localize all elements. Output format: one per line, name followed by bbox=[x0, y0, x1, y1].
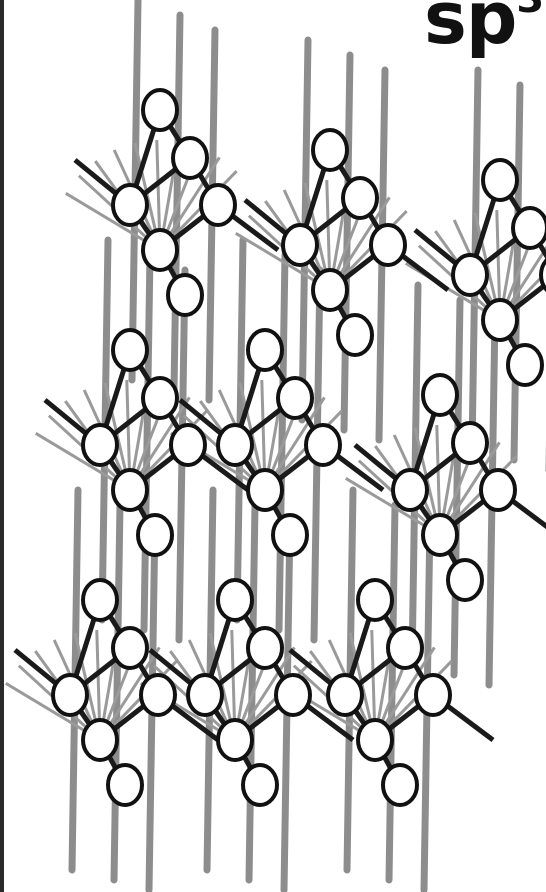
atom-circle bbox=[143, 230, 177, 270]
atom-circle bbox=[171, 425, 205, 465]
atom-circle bbox=[188, 675, 222, 715]
atom-circle bbox=[108, 765, 142, 805]
atom-circle bbox=[201, 185, 235, 225]
atom-circle bbox=[143, 90, 177, 130]
atom-circle bbox=[83, 425, 117, 465]
atom-circle bbox=[313, 270, 347, 310]
atom-circle bbox=[358, 580, 392, 620]
atom-circle bbox=[306, 425, 340, 465]
atom-circle bbox=[143, 378, 177, 418]
atom-circle bbox=[113, 185, 147, 225]
atom-circle bbox=[113, 330, 147, 370]
atom-circle bbox=[371, 225, 405, 265]
atom-circle bbox=[218, 425, 252, 465]
atom-circle bbox=[83, 720, 117, 760]
atom-circle bbox=[343, 178, 377, 218]
atom-circle bbox=[248, 470, 282, 510]
atom-circle bbox=[53, 675, 87, 715]
atom-circle bbox=[243, 765, 277, 805]
atom-circle bbox=[141, 675, 175, 715]
atom-circle bbox=[276, 675, 310, 715]
atom-circle bbox=[423, 375, 457, 415]
atom-circle bbox=[416, 675, 450, 715]
hybridization-label: sp3 bbox=[424, 0, 543, 54]
atom-circle bbox=[278, 378, 312, 418]
atom-circle bbox=[218, 580, 252, 620]
atom-circle bbox=[513, 208, 546, 248]
atom-circle bbox=[218, 720, 252, 760]
label-base: sp bbox=[424, 0, 516, 60]
atom-circle bbox=[113, 628, 147, 668]
atom-circle bbox=[113, 470, 147, 510]
atom-circle bbox=[423, 515, 457, 555]
atom-circle bbox=[313, 130, 347, 170]
atom-circle bbox=[328, 675, 362, 715]
atom-circle bbox=[83, 580, 117, 620]
atom-circle bbox=[273, 515, 307, 555]
atom-circle bbox=[481, 470, 515, 510]
atom-circle bbox=[338, 315, 372, 355]
atom-circle bbox=[483, 160, 517, 200]
atom-circle bbox=[393, 470, 427, 510]
atom-circle bbox=[448, 560, 482, 600]
atom-circle bbox=[173, 138, 207, 178]
atom-circle bbox=[388, 628, 422, 668]
atom-circle bbox=[453, 423, 487, 463]
atom-circle bbox=[248, 628, 282, 668]
atom-circle bbox=[483, 300, 517, 340]
atom-circle bbox=[453, 255, 487, 295]
atom-circle bbox=[508, 345, 542, 385]
atom-circle bbox=[138, 515, 172, 555]
label-superscript: 3 bbox=[516, 0, 543, 22]
atom-circle bbox=[383, 765, 417, 805]
atom-circle bbox=[168, 275, 202, 315]
atom-circle bbox=[248, 330, 282, 370]
atom-circle bbox=[283, 225, 317, 265]
atom-circle bbox=[358, 720, 392, 760]
